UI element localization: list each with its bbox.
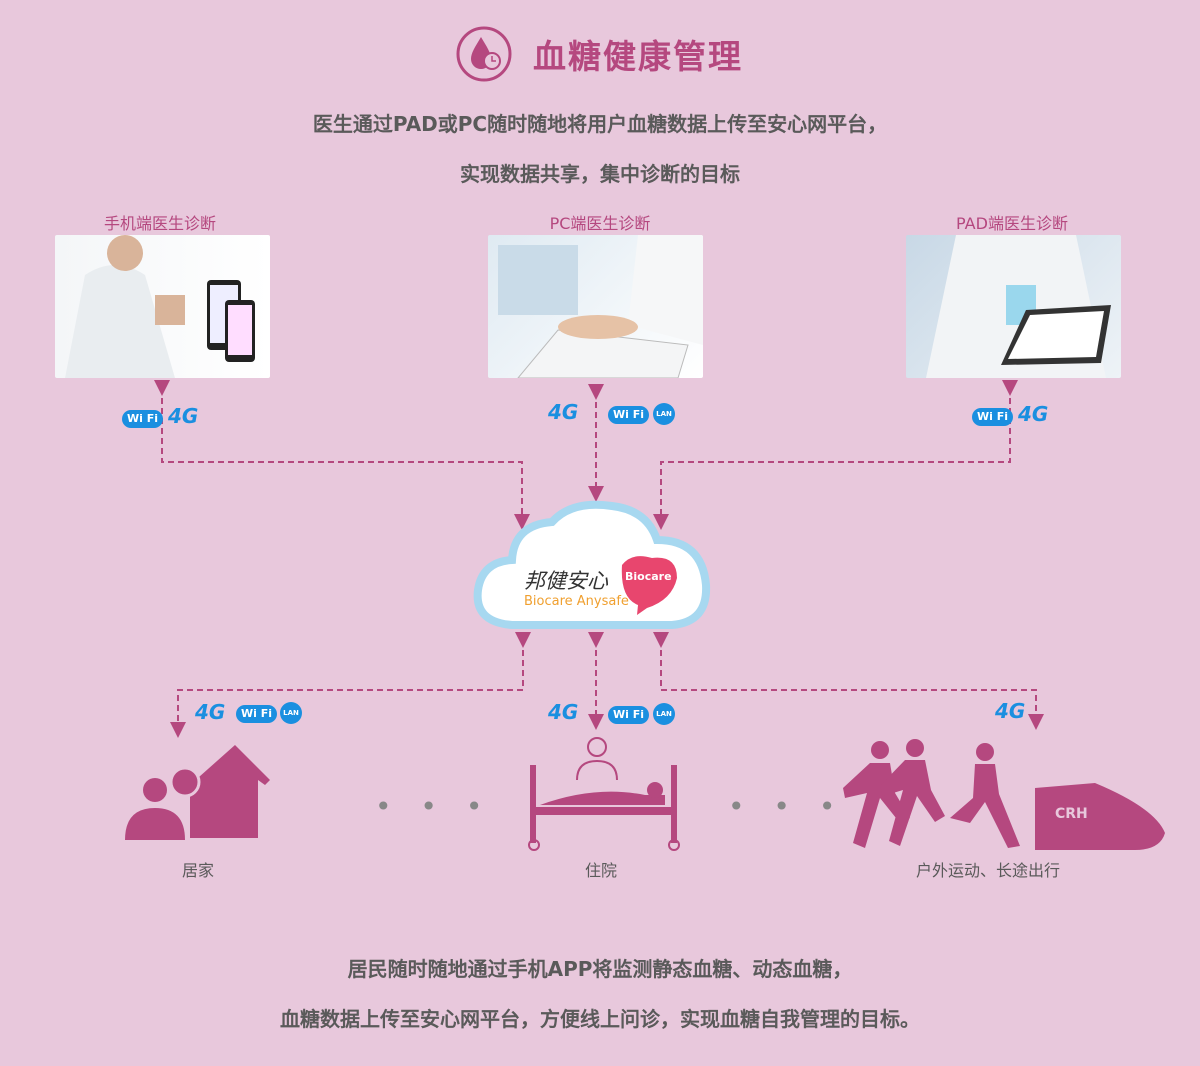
subtitle-line1: 医生通过PAD或PC随时随地将用户血糖数据上传至安心网平台， (312, 112, 888, 136)
4g-icon: 4G (168, 404, 199, 428)
4g-icon: 4G (548, 400, 579, 424)
subtitle-line2: 实现数据共享，集中诊断的目标 (460, 162, 740, 186)
mobile-doctor-photo (55, 235, 270, 378)
4g-icon: 4G (995, 699, 1026, 723)
4g-icon: 4G (1018, 402, 1049, 426)
ellipsis: • • • (728, 790, 846, 823)
lan-icon: LAN (653, 403, 675, 425)
4g-icon: 4G (548, 700, 579, 724)
footer-line2: 血糖数据上传至安心网平台，方便线上问诊，实现血糖自我管理的目标。 (280, 1007, 920, 1031)
pc-doctor-label: PC端医生诊断 (549, 214, 651, 233)
outdoor-label: 户外运动、长途出行 (915, 861, 1060, 880)
wifi-icon: Wi Fi (122, 410, 164, 428)
lan-icon: LAN (653, 703, 675, 725)
home-family-icon (125, 745, 270, 840)
wifi-icon: Wi Fi (236, 705, 278, 723)
runners-train-icon: CRH (843, 739, 1165, 850)
blood-drop-clock-icon (456, 26, 512, 82)
4g-icon: 4G (195, 700, 226, 724)
hospital-bed-icon (528, 737, 680, 851)
pad-doctor-photo (906, 235, 1121, 378)
hospital-label: 住院 (584, 861, 617, 880)
pc-doctor-photo (488, 235, 703, 378)
biocare-logo: Biocare (625, 570, 672, 583)
brand-cn: 邦健安心 (524, 569, 608, 593)
wifi-icon: Wi Fi (608, 406, 650, 424)
link-cloud-outdoor (653, 632, 1044, 730)
train-label: CRH (1055, 806, 1088, 822)
footer-line1: 居民随时随地通过手机APP将监测静态血糖、动态血糖， (347, 957, 853, 981)
page-title: 血糖健康管理 (533, 37, 743, 76)
wifi-icon: Wi Fi (608, 706, 650, 724)
link-mobile-cloud (154, 380, 530, 530)
brand-en: Biocare Anysafe (524, 594, 629, 609)
cloud-platform (473, 500, 711, 629)
mobile-doctor-label: 手机端医生诊断 (103, 214, 216, 233)
wifi-icon: Wi Fi (972, 408, 1014, 426)
ellipsis: • • • (375, 790, 493, 823)
home-label: 居家 (181, 861, 214, 880)
pad-doctor-label: PAD端医生诊断 (956, 214, 1068, 233)
link-cloud-home (170, 632, 531, 738)
lan-icon: LAN (280, 702, 302, 724)
link-pad-cloud (653, 380, 1018, 530)
